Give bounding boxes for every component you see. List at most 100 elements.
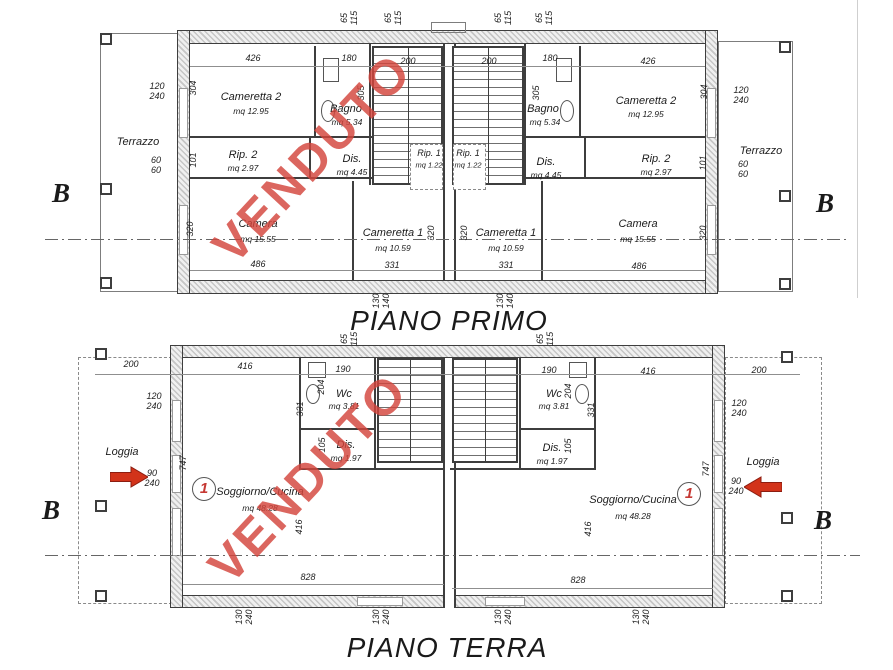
dim: 65 115 <box>382 10 403 26</box>
room-label-loggia-right: Loggia <box>746 456 780 468</box>
entrance-arrow-right <box>744 476 782 498</box>
column <box>95 590 107 602</box>
dim-line <box>95 374 800 375</box>
room-area-dis-left: mq 4.45 <box>336 167 368 177</box>
staircase <box>452 46 524 185</box>
dim: 204 <box>315 379 326 395</box>
room-label-rip2-right: Rip. 2 <box>641 153 671 165</box>
dim: 200 <box>123 358 139 369</box>
partition <box>519 358 521 470</box>
dim: 304 <box>187 80 198 96</box>
roof-protrusion <box>431 22 466 33</box>
dim: 65 115 <box>533 10 554 26</box>
room-label-bagno-left: Bagno <box>330 103 362 115</box>
window-gap <box>714 400 723 442</box>
sink-fixture <box>308 362 326 378</box>
dim-line <box>190 66 705 67</box>
room-label-cameretta2-right: Cameretta 2 <box>615 95 677 107</box>
dim-line <box>183 584 444 585</box>
partition <box>299 468 445 470</box>
dim: 120 240 <box>731 397 747 418</box>
column <box>779 190 791 202</box>
room-label-bagno-right: Bagno <box>527 103 559 115</box>
partition <box>190 177 443 179</box>
dim: 486 <box>631 260 647 271</box>
window-gap <box>172 508 181 556</box>
partition <box>594 358 596 470</box>
dim: 120 240 <box>146 390 162 411</box>
window-gap <box>172 400 181 442</box>
partition <box>579 46 581 138</box>
window-gap <box>179 205 188 255</box>
terrace-right-outline <box>718 41 793 292</box>
section-line-bb <box>45 239 850 240</box>
dim: 304 <box>698 84 709 100</box>
column <box>781 590 793 602</box>
room-label-dis-right: Dis. <box>536 156 556 168</box>
room-area-cameretta2-left: mq 12.95 <box>233 106 269 116</box>
room-area-cameretta2-right: mq 12.95 <box>628 109 664 119</box>
room-label-camera-right: Camera <box>618 218 658 230</box>
room-label-terrazzo-left: Terrazzo <box>116 136 160 148</box>
staircase <box>452 358 518 463</box>
column <box>95 500 107 512</box>
loggia-right-outline <box>725 357 822 604</box>
room-label-rip1-right: Rip. 1 <box>456 148 480 158</box>
dim: 60 60 <box>150 154 162 175</box>
room-label-wc-right: Wc <box>546 388 562 400</box>
room-label-cameretta1-left: Cameretta 1 <box>362 227 424 239</box>
dim: 320 <box>184 221 195 237</box>
partition <box>452 177 705 179</box>
partition <box>450 468 596 470</box>
room-area-rip2-left: mq 2.97 <box>227 163 259 173</box>
floor-title-piano-primo: PIANO PRIMO <box>350 305 548 336</box>
room-area-bagno-left: mq 5.34 <box>331 117 363 127</box>
dim: 200 <box>400 55 416 66</box>
stair-divider <box>485 360 486 461</box>
dim: 90 240 <box>728 475 744 496</box>
sink-fixture <box>556 58 572 82</box>
dim: 65 115 <box>338 331 359 347</box>
room-label-soggiorno-right: Soggiorno/Cucina <box>589 494 677 506</box>
dim: 416 <box>582 521 593 537</box>
dim: 130 240 <box>233 609 254 625</box>
stair-divider <box>410 360 411 461</box>
dim-line <box>190 270 705 271</box>
column <box>779 41 791 53</box>
room-label-terrazzo-right: Terrazzo <box>739 145 783 157</box>
room-label-dis-left: Dis. <box>336 439 356 451</box>
dim: 65 115 <box>534 331 555 347</box>
window-gap <box>357 597 403 606</box>
dim: 105 <box>562 438 573 454</box>
partition <box>541 181 543 280</box>
partition <box>519 428 596 430</box>
floor-title-piano-terra: PIANO TERRA <box>346 632 548 663</box>
dim: 120 240 <box>733 84 749 105</box>
dim: 305 <box>530 85 541 101</box>
room-area-rip1-left: mq 1.22 <box>415 160 443 170</box>
room-label-camera-left: Camera <box>238 218 278 230</box>
room-area-dis-right: mq 1.97 <box>536 456 568 466</box>
dim: 60 60 <box>737 158 749 179</box>
dim: 747 <box>177 455 188 471</box>
column <box>781 351 793 363</box>
window-gap <box>707 205 716 255</box>
dim: 90 240 <box>144 467 160 488</box>
room-area-soggiorno-left: mq 48.28 <box>242 503 278 513</box>
partition <box>352 181 354 280</box>
column <box>779 278 791 290</box>
partition <box>299 428 376 430</box>
partition <box>584 138 586 179</box>
dim: 331 <box>384 259 400 270</box>
dim: 130 240 <box>370 609 391 625</box>
dim: 65 115 <box>492 10 513 26</box>
dim: 180 <box>542 52 558 63</box>
window-gap <box>714 508 723 556</box>
unit-number-badge-right: 1 <box>677 482 701 506</box>
room-area-rip1-right: mq 1.22 <box>454 160 482 170</box>
section-marker-b-right: B <box>816 188 835 218</box>
partition <box>309 138 311 179</box>
dim: 331 <box>585 402 596 418</box>
room-area-soggiorno-right: mq 48.28 <box>615 511 651 521</box>
staircase <box>377 358 443 463</box>
